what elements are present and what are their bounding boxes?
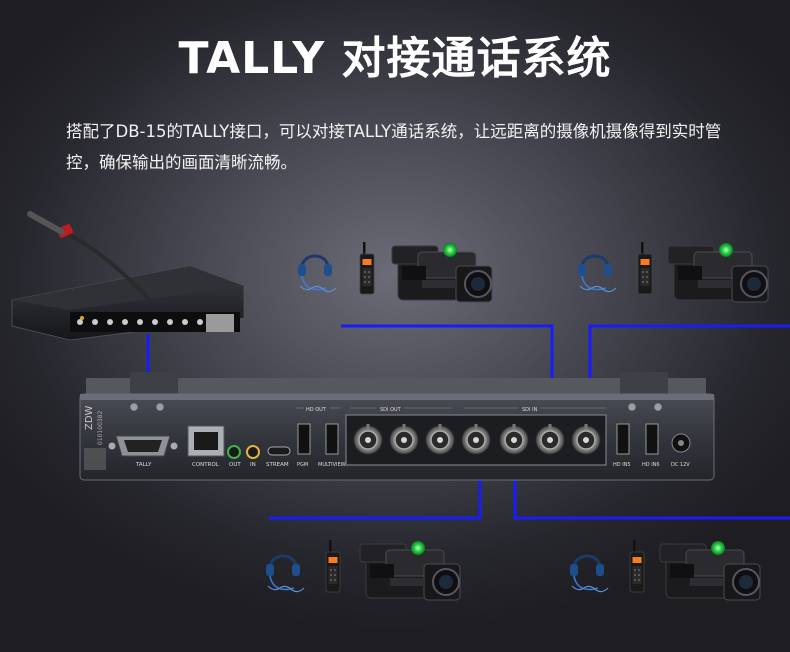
hdmi-in6-port[interactable] <box>645 423 659 455</box>
hdmi-pgm-port[interactable] <box>297 423 311 455</box>
video-camera-icon <box>359 540 461 601</box>
walkie-talkie-icon <box>325 539 341 593</box>
audio-in-port[interactable] <box>246 445 260 459</box>
audio-in-label: IN <box>250 462 256 468</box>
microphone-icon <box>27 211 152 302</box>
walkie-talkie-icon <box>637 241 653 295</box>
stream-port[interactable] <box>267 446 291 456</box>
description-text: 搭配了DB-15的TALLY接口，可以对接TALLY通话系统，让远距离的摄像机摄… <box>66 122 722 172</box>
headset-icon <box>296 254 338 294</box>
audio-out-port[interactable] <box>227 445 241 459</box>
serial-label: 010100382 <box>97 410 104 445</box>
headset-icon <box>576 254 618 294</box>
hd-out-label: HD OUT <box>306 407 327 413</box>
control-port-label: CONTROL <box>192 462 220 468</box>
pgm-label: PGM <box>297 462 308 468</box>
brand-label: ZDW <box>84 405 95 430</box>
headset-icon <box>568 554 610 594</box>
tally-controller-icon <box>11 265 245 341</box>
video-camera-icon <box>391 242 493 303</box>
sdi-in-label: SDI IN <box>522 407 538 413</box>
headset-icon <box>264 554 306 594</box>
hdmi-in5-port[interactable] <box>616 423 630 455</box>
page-title: TALLY 对接通话系统 <box>178 33 612 84</box>
multiview-label: MULTIVIEW <box>318 462 346 468</box>
hd-in5-label: HD IN5 <box>613 462 631 468</box>
switcher-device: ZDW 010100382 TALLY CONTROL OUT IN STREA… <box>79 372 715 481</box>
qr-code-icon <box>84 448 106 470</box>
walkie-talkie-icon <box>629 539 645 593</box>
video-camera-icon <box>659 540 761 601</box>
audio-out-label: OUT <box>229 462 241 468</box>
tally-port-label: TALLY <box>135 462 152 468</box>
control-port[interactable] <box>187 425 225 457</box>
hd-in6-label: HD IN6 <box>642 462 660 468</box>
stream-port-label: STREAM <box>266 462 289 468</box>
hdmi-multiview-port[interactable] <box>325 423 339 455</box>
video-camera-icon <box>667 242 769 303</box>
sdi-out-label: SDI OUT <box>380 407 402 413</box>
tally-port[interactable] <box>108 435 178 457</box>
walkie-talkie-icon <box>359 241 375 295</box>
dc-label: DC 12V <box>671 462 690 468</box>
